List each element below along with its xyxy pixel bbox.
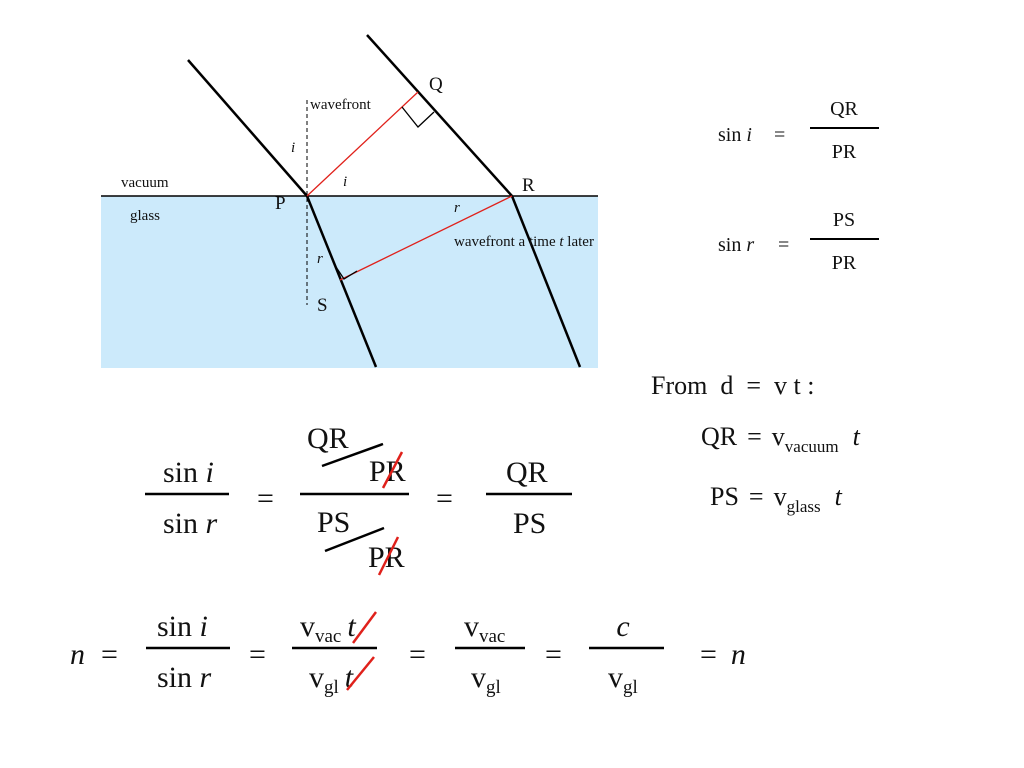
angle-r-label-bottom: r [317, 251, 323, 267]
cancel-mark-pr-bottom [377, 536, 400, 576]
right-angle-marker-q [401, 106, 435, 128]
n-eq-f3-den: vgl [471, 661, 501, 698]
wavefront-line [306, 91, 419, 197]
wavefront-later-line [339, 195, 513, 281]
from-heading: From d = v t : [651, 371, 814, 400]
n-eq-lhs: n [70, 638, 85, 671]
refracted-ray-left [305, 195, 378, 368]
sin-r-def-den: PR [832, 252, 857, 274]
sin-i-def-den: PR [832, 141, 857, 163]
n-eq-f4-num: c [616, 610, 629, 643]
sin-i-def-eq: = [774, 124, 785, 146]
ratio-lhs-den: sin r [163, 507, 218, 540]
n-eq-eq1: = [249, 638, 266, 671]
ratio-eq1: = [257, 482, 274, 515]
right-angle-marker-s [333, 263, 358, 280]
refracted-ray-right [510, 195, 582, 368]
ratio-mid-pr-top: PR [369, 455, 406, 488]
angle-i-label-r: i [343, 174, 347, 190]
ratio-eq2: = [436, 482, 453, 515]
ratio-mid-ps: PS [317, 506, 350, 539]
glass-region [101, 196, 598, 368]
label-q: Q [429, 74, 443, 95]
n-eq-f1-den: sin r [157, 661, 212, 694]
sin-i-def-num: QR [830, 98, 858, 120]
angle-i-label-normal: i [291, 140, 295, 156]
incident-ray-left [187, 59, 308, 197]
ratio-mid-pr-bottom: PR [368, 541, 405, 574]
sin-r-def-eq: = [778, 234, 789, 256]
n-eq-eq2: = [409, 638, 426, 671]
n-eq-eq0: = [101, 638, 118, 671]
n-eq-f1-num: sin i [157, 610, 208, 643]
label-glass: glass [130, 208, 160, 224]
ratio-lhs-num: sin i [163, 456, 214, 489]
label-s: S [317, 295, 328, 316]
cancel-mark-pr-top [381, 451, 404, 489]
label-wavefront: wavefront [310, 97, 372, 113]
label-wavefront-later: wavefront a time t later [454, 234, 594, 250]
label-r: R [522, 175, 535, 196]
ratio-rhs-den: PS [513, 507, 546, 540]
ratio-mid-inner-bar-top [321, 442, 384, 468]
n-eq-eq3: = [545, 638, 562, 671]
incident-ray-right [366, 34, 513, 197]
label-p: P [275, 193, 286, 214]
ratio-mid-qr: QR [307, 422, 349, 455]
label-vacuum: vacuum [121, 175, 169, 191]
ratio-rhs-num: QR [506, 456, 548, 489]
sin-r-def-lhs: sin r [718, 234, 754, 256]
n-eq-f4-den: vgl [608, 661, 638, 698]
n-eq-tail: =n [700, 638, 746, 671]
ratio-mid-inner-bar-bottom [324, 526, 385, 553]
cancel-mark-t-top [351, 611, 378, 644]
cancel-mark-t-bottom [346, 656, 375, 691]
sin-i-def-lhs: sin i [718, 124, 752, 146]
sin-r-def-num: PS [833, 209, 855, 231]
n-eq-f3-num: vvac [464, 610, 505, 647]
angle-r-label-top: r [454, 200, 460, 216]
